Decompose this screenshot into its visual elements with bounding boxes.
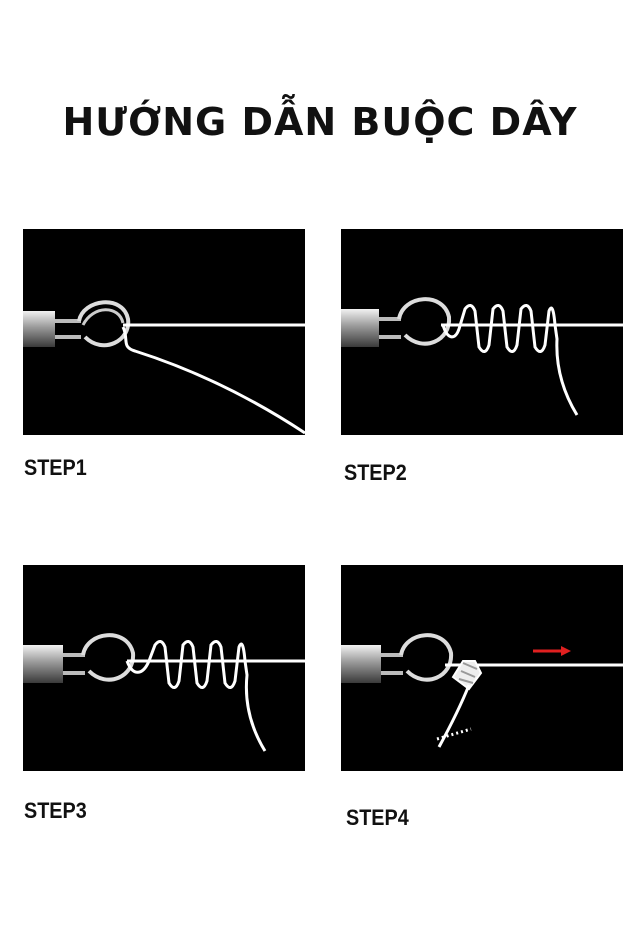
swivel-loop-icon <box>397 297 452 346</box>
step-4-image <box>341 565 623 771</box>
crimp-sleeve-icon <box>341 645 381 683</box>
line-tag-end <box>121 326 305 435</box>
swivel-loop-icon <box>77 300 131 348</box>
step-2-illustration <box>341 297 623 416</box>
line-coils <box>441 304 579 416</box>
step-2-image <box>341 229 623 435</box>
step-1-image <box>23 229 305 435</box>
step-1-illustration <box>23 300 305 435</box>
step-2-label: STEP2 <box>344 460 407 485</box>
step-3-illustration <box>23 633 305 752</box>
line-coils <box>125 640 267 752</box>
step-3-image <box>23 565 305 771</box>
step-3-label: STEP3 <box>24 798 87 823</box>
step-4-illustration <box>341 633 623 748</box>
page-title: HƯỚNG DẪN BUỘC DÂY <box>62 100 578 144</box>
crimp-sleeve-icon <box>23 645 63 683</box>
cut-line-indicator <box>436 727 472 741</box>
crimp-sleeve-icon <box>23 311 55 347</box>
crimp-sleeve-icon <box>341 309 379 347</box>
swivel-loop-icon <box>399 633 454 682</box>
step-1-label: STEP1 <box>24 455 87 480</box>
swivel-loop-icon <box>81 633 136 682</box>
step-4-label: STEP4 <box>346 805 409 830</box>
